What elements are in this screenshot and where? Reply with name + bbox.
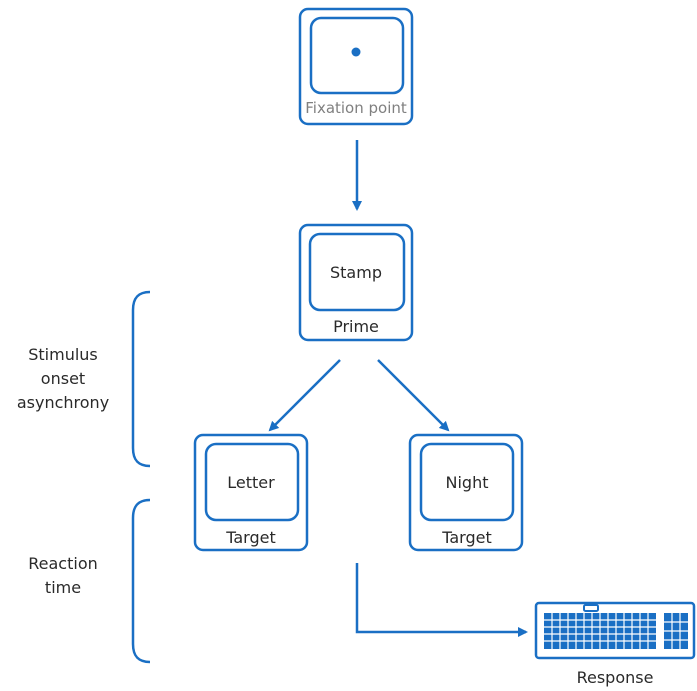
fixation-caption: Fixation point	[305, 99, 407, 117]
arrow-prime-to-left-target	[268, 359, 341, 432]
soa-bracket	[131, 290, 151, 468]
target-right-word: Night	[446, 473, 489, 492]
response-caption: Response	[577, 668, 654, 687]
target-left-word: Letter	[227, 473, 275, 492]
reaction-time-bracket	[131, 498, 151, 664]
fixation-dot	[351, 47, 361, 57]
arrow-prime-to-right-target	[377, 359, 450, 432]
target-screen-left: Letter Target	[193, 433, 309, 552]
target-left-caption: Target	[225, 528, 276, 547]
soa-line-1: Stimulus	[28, 345, 98, 364]
target-screen-right: Night Target	[408, 433, 524, 552]
keyboard-icon: Response	[534, 601, 696, 687]
soa-line-2: onset	[41, 369, 85, 388]
reaction-line-2: time	[45, 578, 81, 597]
prime-word: Stamp	[330, 263, 382, 282]
prime-screen: Stamp Prime	[298, 223, 414, 342]
fixation-screen: Fixation point	[298, 7, 414, 126]
soa-line-3: asynchrony	[17, 393, 109, 412]
prime-caption: Prime	[333, 317, 379, 336]
target-right-caption: Target	[441, 528, 492, 547]
reaction-line-1: Reaction	[28, 554, 98, 573]
arrow-target-to-response	[355, 563, 528, 637]
